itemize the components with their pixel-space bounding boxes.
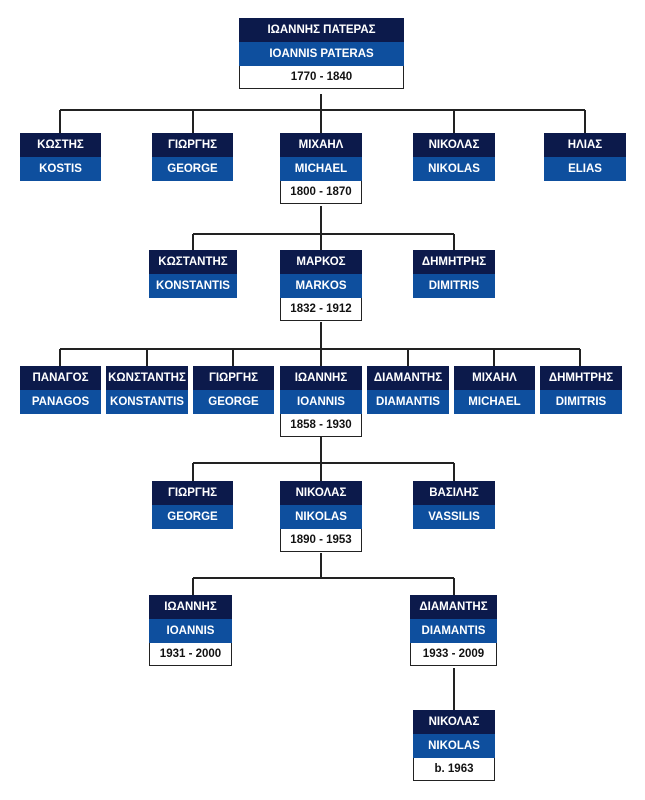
person-greek-name: ΙΩΑΝΝΗΣ: [149, 595, 232, 619]
person-greek-name: ΓΙΩΡΓΗΣ: [152, 481, 233, 505]
person-dimitris: ΔΗΜΗΤΡΗΣ DIMITRIS: [540, 366, 622, 414]
person-michael: ΜΙΧΑΗΛ MICHAEL: [454, 366, 535, 414]
person-greek-name: ΠΑΝΑΓΟΣ: [20, 366, 101, 390]
person-michael: ΜΙΧΑΗΛ MICHAEL 1800 - 1870: [280, 133, 362, 204]
person-greek-name: ΓΙΩΡΓΗΣ: [193, 366, 274, 390]
person-english-name: NIKOLAS: [413, 734, 495, 758]
person-markos: ΜΑΡΚΟΣ MARKOS 1832 - 1912: [280, 250, 362, 321]
person-ioannis-pateras: ΙΩΑΝΝΗΣ ΠΑΤΕΡΑΣ IOANNIS PATERAS 1770 - 1…: [239, 18, 404, 89]
person-english-name: MARKOS: [280, 274, 362, 298]
person-george: ΓΙΩΡΓΗΣ GEORGE: [152, 481, 233, 529]
person-greek-name: ΓΙΩΡΓΗΣ: [152, 133, 233, 157]
person-english-name: DIAMANTIS: [410, 619, 497, 643]
person-greek-name: ΜΙΧΑΗΛ: [280, 133, 362, 157]
person-greek-name: ΙΩΑΝΝΗΣ ΠΑΤΕΡΑΣ: [239, 18, 404, 42]
person-dates: 1933 - 2009: [410, 643, 497, 666]
person-greek-name: ΚΩΝΣΤΑΝΤΗΣ: [106, 366, 188, 390]
person-george: ΓΙΩΡΓΗΣ GEORGE: [152, 133, 233, 181]
person-english-name: VASSILIS: [413, 505, 495, 529]
person-diamantis: ΔΙΑΜΑΝΤΗΣ DIAMANTIS: [367, 366, 449, 414]
person-dates: 1800 - 1870: [280, 181, 362, 204]
person-ioannis: ΙΩΑΝΝΗΣ IOANNIS 1858 - 1930: [280, 366, 362, 437]
person-english-name: MICHAEL: [454, 390, 535, 414]
person-dates: 1890 - 1953: [280, 529, 362, 552]
person-english-name: NIKOLAS: [280, 505, 362, 529]
person-greek-name: ΔΗΜΗΤΡΗΣ: [413, 250, 495, 274]
person-english-name: IOANNIS PATERAS: [239, 42, 404, 66]
person-nikolas: ΝΙΚΟΛΑΣ NIKOLAS: [413, 133, 495, 181]
person-konstantis: ΚΩΣΤΑΝΤΗΣ KONSTANTIS: [149, 250, 237, 298]
person-greek-name: ΚΩΣΤΗΣ: [20, 133, 101, 157]
person-dates: 1770 - 1840: [239, 66, 404, 89]
person-dates: 1832 - 1912: [280, 298, 362, 321]
person-greek-name: ΚΩΣΤΑΝΤΗΣ: [149, 250, 237, 274]
person-english-name: DIMITRIS: [413, 274, 495, 298]
person-english-name: KOSTIS: [20, 157, 101, 181]
person-english-name: NIKOLAS: [413, 157, 495, 181]
person-dates: 1931 - 2000: [149, 643, 232, 666]
person-greek-name: ΒΑΣΙΛΗΣ: [413, 481, 495, 505]
person-ioannis: ΙΩΑΝΝΗΣ IOANNIS 1931 - 2000: [149, 595, 232, 666]
person-english-name: PANAGOS: [20, 390, 101, 414]
person-panagos: ΠΑΝΑΓΟΣ PANAGOS: [20, 366, 101, 414]
person-dimitris: ΔΗΜΗΤΡΗΣ DIMITRIS: [413, 250, 495, 298]
person-greek-name: ΔΙΑΜΑΝΤΗΣ: [367, 366, 449, 390]
person-greek-name: ΙΩΑΝΝΗΣ: [280, 366, 362, 390]
person-diamantis: ΔΙΑΜΑΝΤΗΣ DIAMANTIS 1933 - 2009: [410, 595, 497, 666]
person-nikolas: ΝΙΚΟΛΑΣ NIKOLAS 1890 - 1953: [280, 481, 362, 552]
person-english-name: GEORGE: [152, 505, 233, 529]
person-dates: b. 1963: [413, 758, 495, 781]
person-english-name: GEORGE: [152, 157, 233, 181]
person-greek-name: ΝΙΚΟΛΑΣ: [280, 481, 362, 505]
person-english-name: KONSTANTIS: [106, 390, 188, 414]
person-george: ΓΙΩΡΓΗΣ GEORGE: [193, 366, 274, 414]
person-nikolas: ΝΙΚΟΛΑΣ NIKOLAS b. 1963: [413, 710, 495, 781]
person-konstantis: ΚΩΝΣΤΑΝΤΗΣ KONSTANTIS: [106, 366, 188, 414]
person-english-name: MICHAEL: [280, 157, 362, 181]
person-dates: 1858 - 1930: [280, 414, 362, 437]
person-elias: ΗΛΙΑΣ ELIAS: [544, 133, 626, 181]
person-greek-name: ΝΙΚΟΛΑΣ: [413, 133, 495, 157]
person-kostis: ΚΩΣΤΗΣ KOSTIS: [20, 133, 101, 181]
person-english-name: IOANNIS: [149, 619, 232, 643]
person-greek-name: ΜΑΡΚΟΣ: [280, 250, 362, 274]
person-greek-name: ΜΙΧΑΗΛ: [454, 366, 535, 390]
person-greek-name: ΗΛΙΑΣ: [544, 133, 626, 157]
person-greek-name: ΔΙΑΜΑΝΤΗΣ: [410, 595, 497, 619]
person-english-name: DIAMANTIS: [367, 390, 449, 414]
person-english-name: DIMITRIS: [540, 390, 622, 414]
person-vassilis: ΒΑΣΙΛΗΣ VASSILIS: [413, 481, 495, 529]
person-english-name: KONSTANTIS: [149, 274, 237, 298]
person-english-name: ELIAS: [544, 157, 626, 181]
person-greek-name: ΝΙΚΟΛΑΣ: [413, 710, 495, 734]
person-greek-name: ΔΗΜΗΤΡΗΣ: [540, 366, 622, 390]
person-english-name: GEORGE: [193, 390, 274, 414]
person-english-name: IOANNIS: [280, 390, 362, 414]
